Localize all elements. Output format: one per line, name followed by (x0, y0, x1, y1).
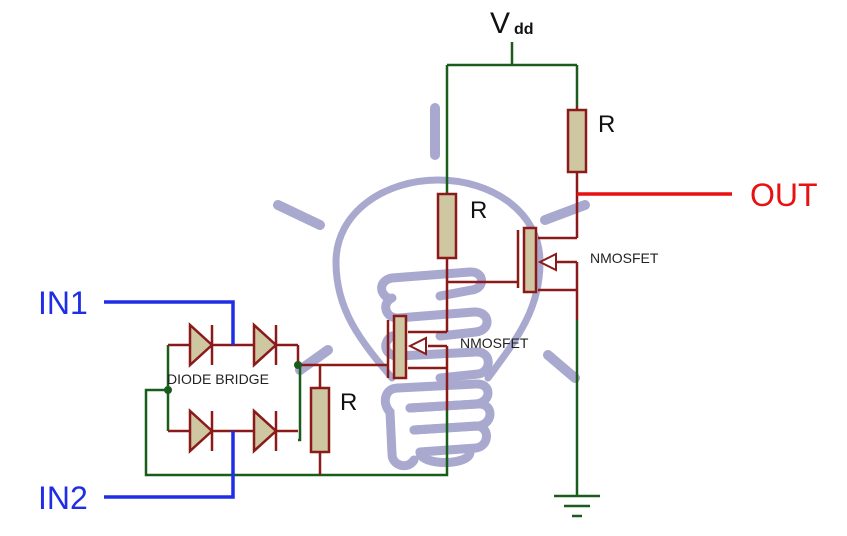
out-label: OUT (750, 177, 818, 213)
bulb-ray (273, 200, 325, 230)
vdd-label: V (490, 7, 510, 40)
resistor-low-label: R (340, 389, 357, 416)
lightbulb-logo-watermark (273, 103, 590, 471)
in2-label: IN2 (38, 480, 88, 516)
bridge-label: DIODE BRIDGE (167, 371, 269, 387)
bulb-ray (295, 345, 333, 375)
bulb-ray (543, 350, 580, 383)
vdd-subscript: dd (514, 21, 534, 38)
diode-bottom-right (252, 408, 278, 454)
junction-dot (294, 361, 302, 369)
input1-wire (104, 300, 235, 345)
resistor-low (309, 386, 331, 454)
ground-symbol (554, 494, 600, 518)
input2-wire (104, 431, 235, 499)
bulb-thumb (380, 383, 419, 471)
bulb-finger (381, 331, 493, 383)
diode-top-right (252, 322, 278, 368)
bulb-glass (332, 176, 544, 382)
bulb-finger (377, 267, 486, 303)
resistor-top-label: R (598, 111, 615, 138)
resistor-top (566, 108, 588, 174)
resistor-mid (436, 192, 458, 260)
mosfet-lower-arrow-icon (407, 336, 427, 356)
mosfet-upper (516, 226, 557, 294)
mosfet-lower-label: NMOSFET (460, 335, 529, 351)
resistor-mid-label: R (470, 197, 487, 224)
bulb-ray (540, 200, 590, 225)
mosfet-upper-channel (522, 226, 538, 294)
junction-dot (164, 386, 172, 394)
mosfet-lower-channel (392, 314, 408, 380)
diode-bridge (188, 322, 278, 454)
wire-bottom-loop (144, 388, 449, 477)
diode-top-left (188, 322, 214, 368)
component-wiring (168, 106, 579, 475)
mosfet-upper-label: NMOSFET (590, 250, 659, 266)
mosfet-lower (386, 314, 427, 380)
bulb-finger (381, 293, 492, 341)
diode-bottom-left (188, 408, 214, 454)
wire-bridge-right (298, 365, 302, 442)
in1-label: IN1 (38, 285, 88, 321)
mosfet-upper-arrow-icon (537, 252, 557, 272)
wiring (144, 42, 579, 496)
bulb-base (415, 447, 475, 467)
bulb-base (409, 421, 491, 457)
